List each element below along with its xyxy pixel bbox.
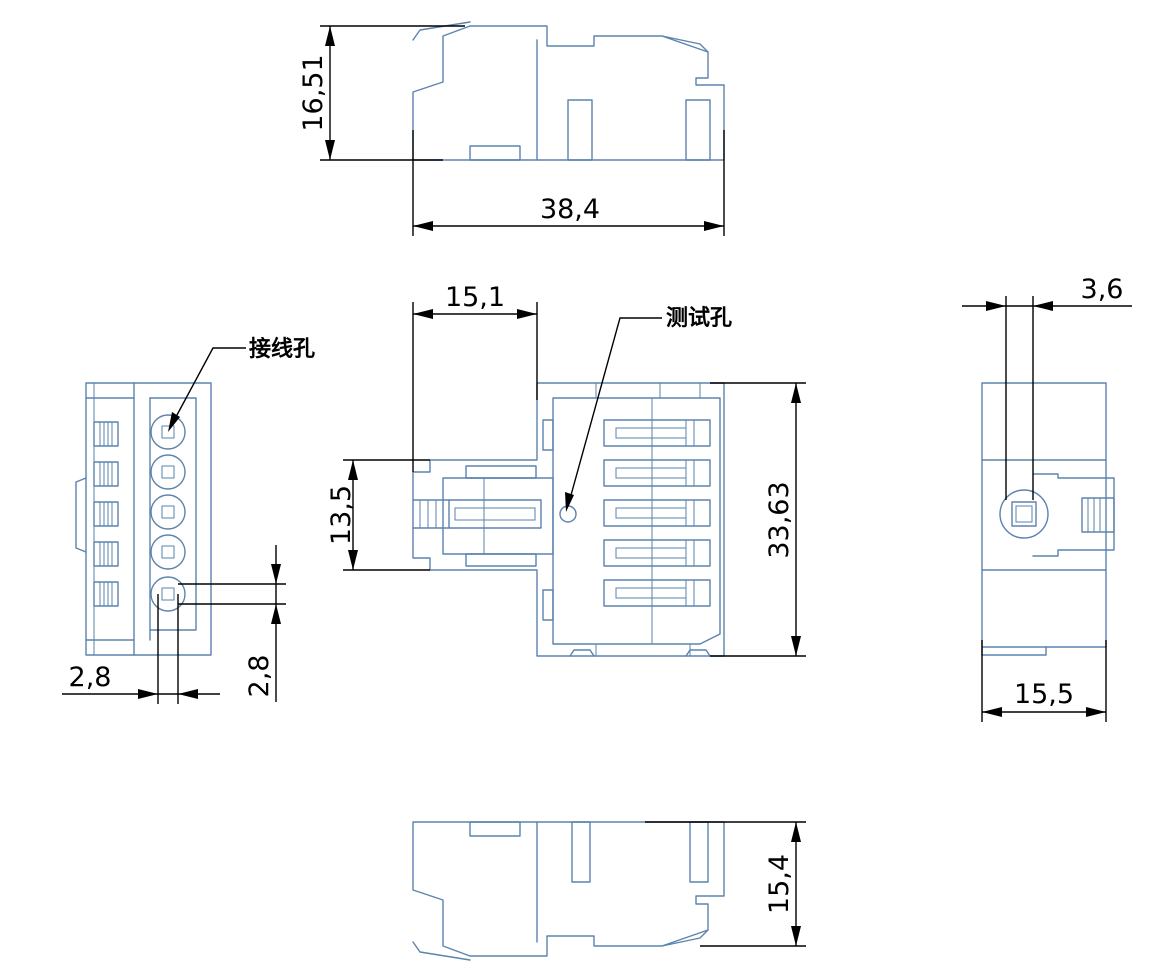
- right-side-view: [981, 382, 1115, 656]
- left-rib-block: [93, 461, 119, 487]
- left-rib-block: [93, 421, 119, 447]
- front-view: [412, 382, 725, 657]
- wire-hole: [150, 494, 186, 530]
- front-slot: [603, 579, 711, 607]
- dim-top-length: 38,4: [412, 130, 725, 236]
- dim-label-front-height: 33,63: [764, 481, 795, 558]
- dim-bottom-height: 15,4: [645, 821, 806, 947]
- dim-front-left-width: 15,1: [412, 282, 538, 472]
- dim-right-offset: 3,6: [962, 274, 1132, 500]
- wire-hole-label: 接线孔: [249, 336, 315, 362]
- bottom-view: [412, 821, 725, 961]
- top-view: [412, 21, 725, 161]
- dim-label-bottom-height: 15,4: [764, 854, 795, 914]
- dim-right-width: 15,5: [981, 640, 1107, 722]
- dim-label-side-hole-pitch: 2,8: [69, 662, 112, 693]
- front-slot: [603, 539, 711, 567]
- dim-label-top-height: 16,51: [298, 54, 329, 131]
- dim-label-right-offset: 3,6: [1081, 274, 1124, 305]
- left-rib-block: [93, 541, 119, 567]
- dim-top-height: 16,51: [298, 25, 465, 161]
- dim-label-top-length: 38,4: [540, 194, 600, 225]
- test-hole-callout: 测试孔: [565, 306, 732, 512]
- left-rib-block: [93, 501, 119, 527]
- wire-hole-callout: 接线孔: [168, 336, 315, 432]
- dim-label-side-hole-dia: 2,8: [244, 655, 275, 698]
- wire-hole: [150, 454, 186, 490]
- front-slot: [603, 499, 711, 527]
- dim-front-height: 33,63: [710, 382, 806, 657]
- test-hole: [559, 505, 577, 523]
- test-hole-label: 测试孔: [666, 306, 732, 331]
- wire-hole: [150, 534, 186, 570]
- front-slot: [603, 419, 711, 447]
- dim-label-front-tab-height: 13,5: [326, 485, 357, 545]
- dim-side-hole-dia: 2,8: [178, 545, 286, 702]
- wire-hole: [150, 414, 186, 450]
- dim-side-hole-pitch: 2,8: [62, 594, 220, 704]
- wire-hole: [150, 576, 186, 612]
- dim-front-tab-height: 13,5: [326, 459, 430, 571]
- dim-label-front-left-width: 15,1: [445, 282, 505, 313]
- left-side-view: [75, 382, 212, 656]
- dim-label-right-width: 15,5: [1014, 679, 1074, 710]
- left-rib-block: [93, 581, 119, 607]
- front-slot: [603, 459, 711, 487]
